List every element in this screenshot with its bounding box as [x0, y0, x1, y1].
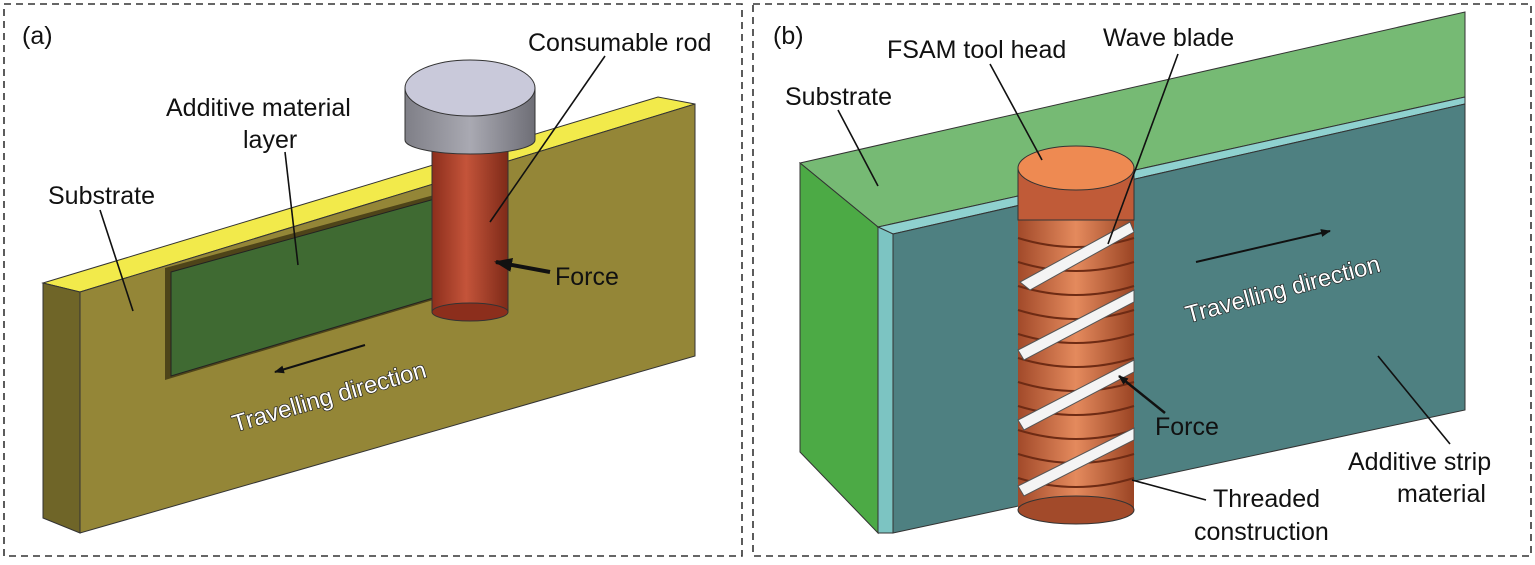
substrate-side-face [42, 282, 81, 534]
label-force-b: Force [1155, 413, 1219, 441]
fsam-tool [1017, 145, 1135, 525]
panel-a: (a) Consumable rod Additive material lay… [3, 3, 743, 557]
tool-head-top [1017, 145, 1135, 191]
consumable-rod [404, 59, 536, 322]
label-consumable-rod: Consumable rod [528, 29, 711, 57]
label-tool-head: FSAM tool head [887, 36, 1066, 64]
substrate-side-face-b [799, 161, 879, 535]
force-arrow-b [1118, 375, 1166, 414]
panel-a-frame [3, 3, 743, 557]
travel-arrow-b [1195, 229, 1331, 263]
panel-b-frame [752, 3, 1532, 557]
wave-blade-slots [1017, 221, 1135, 497]
leader-tool-head [989, 63, 1043, 161]
force-arrow-a [494, 258, 551, 274]
leader-additive-layer [284, 151, 299, 266]
label-threaded-line1: Threaded [1213, 485, 1320, 513]
label-strip-line2: material [1397, 480, 1486, 508]
panel-b-tag: (b) [773, 22, 804, 50]
label-additive-layer-line2: layer [243, 126, 297, 154]
travel-arrow-a [274, 344, 366, 374]
panel-a-tag: (a) [22, 22, 53, 50]
leader-threaded [1131, 479, 1207, 501]
label-threaded-line2: construction [1194, 518, 1329, 546]
label-substrate-b: Substrate [785, 83, 892, 111]
label-wave-blade: Wave blade [1103, 24, 1234, 52]
tool-bottom [1017, 495, 1135, 525]
leader-substrate-b [837, 109, 879, 187]
panel-b: (b) [752, 3, 1532, 557]
leader-substrate-a [99, 209, 134, 312]
leader-strip [1377, 355, 1451, 445]
label-substrate-a: Substrate [48, 182, 155, 210]
strip-side-edge [877, 226, 894, 534]
leader-wave-blade [1107, 53, 1179, 245]
rod-shaft [431, 139, 509, 313]
rod-bottom [431, 302, 509, 322]
label-additive-layer-line1: Additive material [166, 94, 351, 122]
substrate-block-a [41, 96, 696, 534]
label-force-a: Force [555, 263, 619, 291]
rod-cap-top [404, 59, 536, 117]
label-strip-line1: Additive strip [1348, 448, 1491, 476]
leader-consumable-rod [489, 55, 606, 223]
